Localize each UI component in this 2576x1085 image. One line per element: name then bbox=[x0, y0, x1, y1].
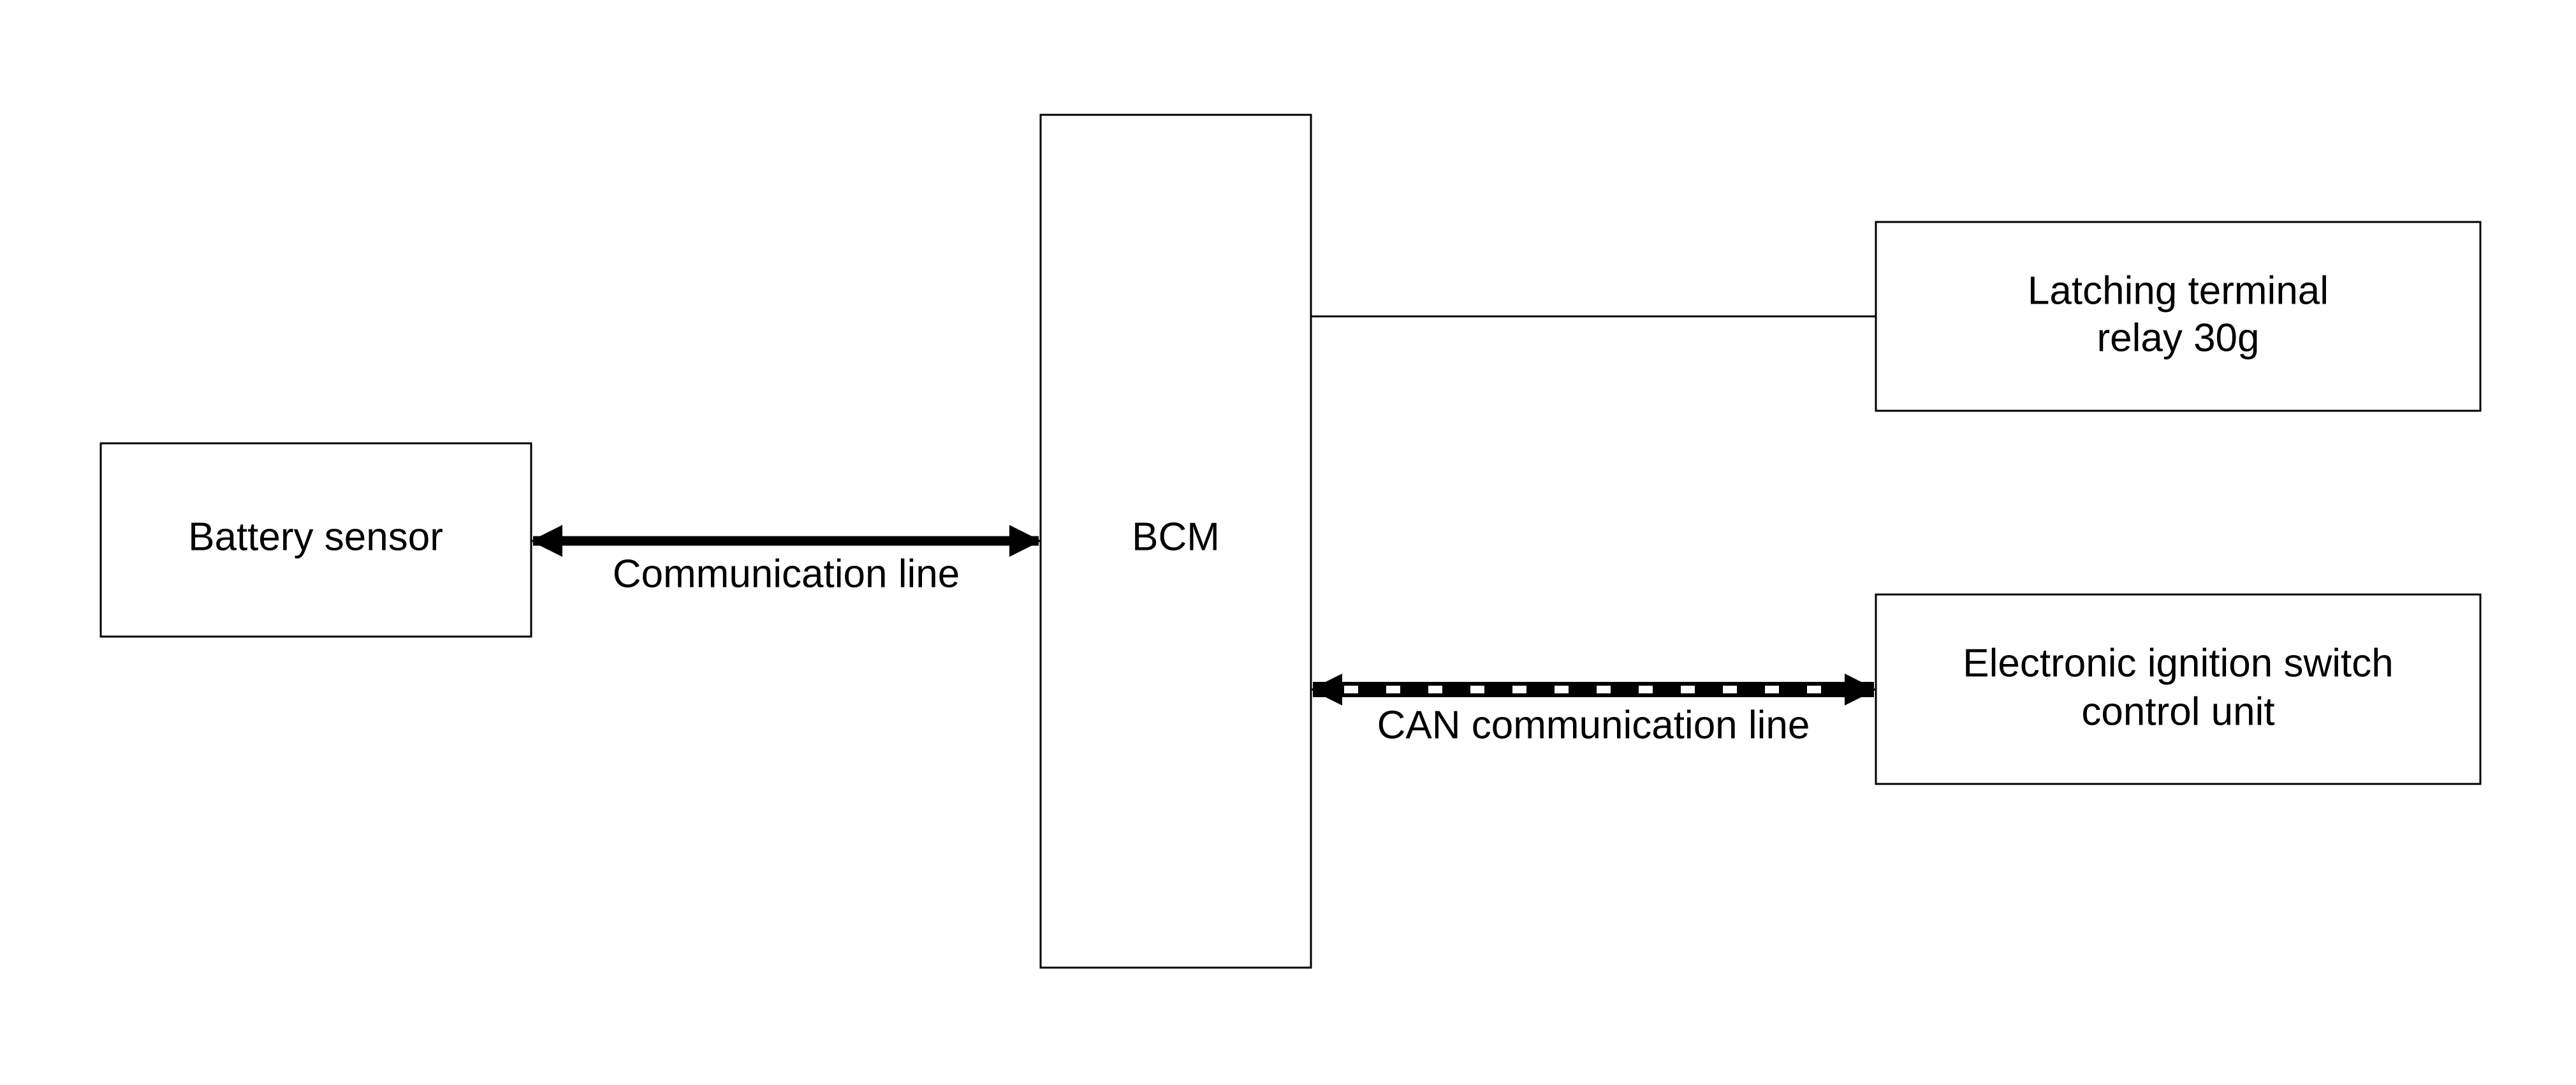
battery-sensor-box bbox=[99, 442, 532, 638]
latching-relay-label-line2: relay 30g bbox=[2097, 316, 2259, 360]
bcm-block: BCM bbox=[1039, 114, 1312, 969]
latching-relay-block: Latching terminal relay 30g bbox=[1875, 221, 2482, 412]
can-line-label: CAN communication line bbox=[1377, 703, 1810, 747]
ignition-unit-label-line1: Electronic ignition switch bbox=[1963, 641, 2393, 685]
latching-relay-box bbox=[1875, 221, 2482, 412]
communication-line-connector: Communication line bbox=[531, 525, 1041, 596]
latching-relay-label-line1: Latching terminal bbox=[2028, 269, 2329, 313]
ignition-unit-label-line2: control unit bbox=[2081, 690, 2274, 734]
can-line-connector: CAN communication line bbox=[1310, 674, 1877, 747]
ignition-unit-box bbox=[1875, 593, 2482, 785]
battery-sensor-block: Battery sensor bbox=[99, 442, 532, 638]
bcm-label: BCM bbox=[1132, 515, 1220, 559]
battery-sensor-label: Battery sensor bbox=[188, 515, 443, 559]
communication-line-label: Communication line bbox=[613, 552, 960, 596]
bcm-box bbox=[1039, 114, 1312, 969]
ignition-unit-block: Electronic ignition switch control unit bbox=[1875, 593, 2482, 785]
